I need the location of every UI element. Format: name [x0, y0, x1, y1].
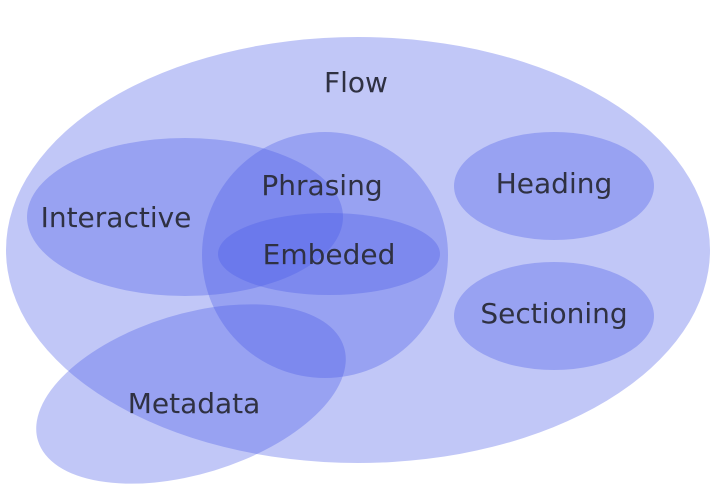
interactive-label: Interactive — [41, 201, 192, 234]
embeded-region — [218, 213, 440, 295]
flow-label: Flow — [324, 66, 388, 99]
heading-region — [454, 132, 654, 240]
phrasing-region — [202, 132, 448, 378]
sectioning-region — [454, 262, 654, 370]
flow-region — [6, 37, 710, 463]
heading-label: Heading — [496, 167, 613, 200]
metadata-region — [36, 304, 346, 484]
embeded-label: Embeded — [263, 238, 396, 271]
phrasing-label: Phrasing — [261, 169, 382, 202]
interactive-region — [27, 138, 343, 296]
sectioning-label: Sectioning — [480, 297, 627, 330]
metadata-label: Metadata — [128, 387, 261, 420]
